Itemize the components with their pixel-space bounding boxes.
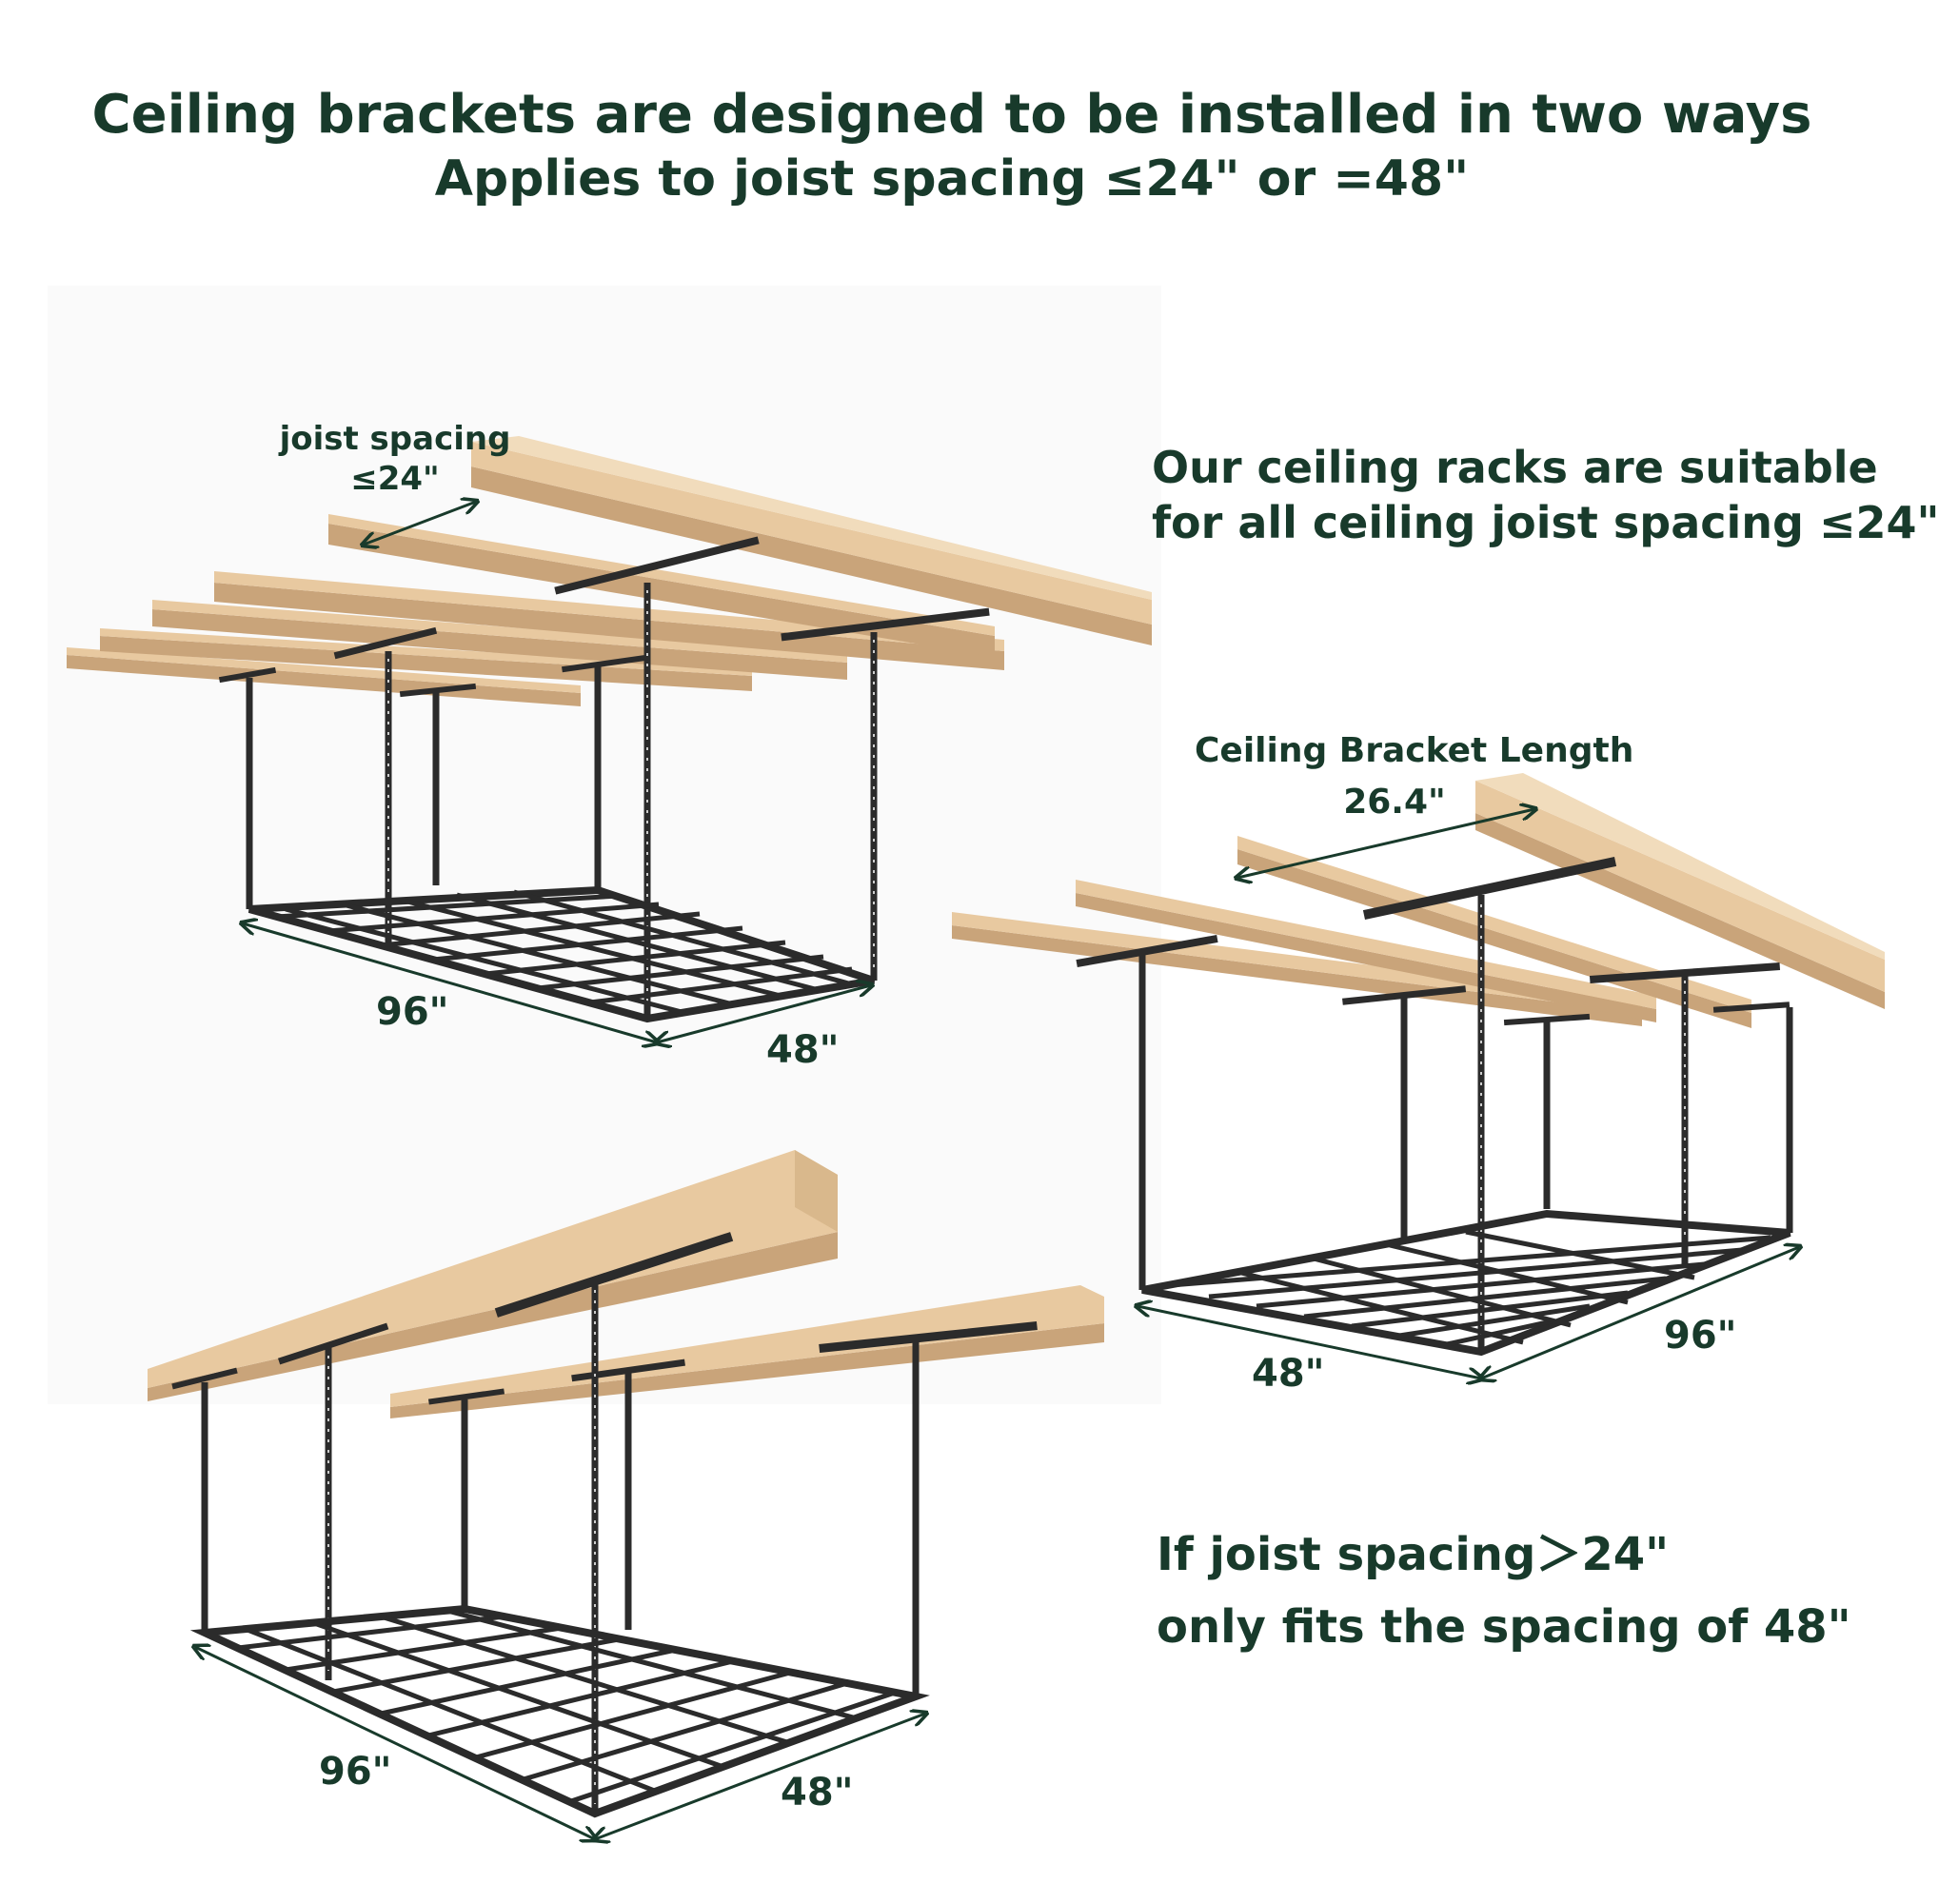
ceiling-bracket [1076,935,1218,967]
bracket-length-label: Ceiling Bracket Length 26.4" [1195,731,1634,822]
diagram-c-rack [148,1150,1104,1839]
ceiling-bracket [1503,1013,1591,1026]
ceiling-bracket [554,536,760,595]
ceiling-bracket [494,1232,734,1318]
joist-beam [1475,773,1885,1009]
diagram-c-length-label: 96" [319,1750,392,1794]
width-arrow [657,985,871,1042]
ceiling-bracket [1342,985,1467,1005]
rack-grid-platform [247,885,876,1023]
joist-beam [67,647,581,706]
joist-spacing-arrow [364,502,476,545]
diagram-c-width-label: 48" [781,1771,854,1815]
ceiling-bracket [1362,857,1617,920]
ceiling-bracket [333,626,438,660]
ceiling-bracket [399,683,477,698]
note-suitable-spacing: Our ceiling racks are suitable for all c… [1152,442,1939,548]
length-arrow [1481,1247,1799,1378]
diagram-b-width-label: 48" [1252,1352,1325,1396]
ceiling-bracket [427,1388,505,1405]
width-arrow [595,1714,925,1839]
ceiling-bracket [1712,1002,1791,1013]
ceiling-bracket [278,1322,389,1365]
note-wide-spacing: If joist spacing＞24" only fits the spaci… [1157,1528,1851,1654]
diagram-b-rack [952,773,1885,1378]
diagram-a-length-label: 96" [376,990,449,1034]
joist-beam [1076,880,1656,1022]
ceiling-bracket [819,1321,1038,1353]
bracket-length-arrow [1237,809,1534,878]
length-arrow [243,923,657,1042]
diagram-a-rack [67,436,1152,1042]
length-arrow [195,1647,595,1839]
ceiling-bracket [562,654,647,673]
joist-beam [471,436,1152,645]
heading-line-2: Applies to joist spacing ≤24" or =48" [434,150,1470,208]
diagram-b-length-label: 96" [1664,1314,1737,1358]
ceiling-bracket [571,1359,685,1382]
diagram-a-width-label: 48" [766,1028,840,1072]
joist-beam [390,1285,1104,1418]
ceiling-bracket [218,666,277,684]
joist-beam [952,912,1642,1026]
width-arrow [1138,1306,1481,1378]
ceiling-bracket [171,1367,238,1390]
joist-beam [152,600,847,680]
heading-line-1: Ceiling brackets are designed to be inst… [91,84,1812,146]
ceiling-bracket [781,607,990,642]
joist-beam [328,514,995,657]
joist-spacing-label: joist spacing ≤24" [279,420,511,498]
joist-beam [148,1150,838,1401]
